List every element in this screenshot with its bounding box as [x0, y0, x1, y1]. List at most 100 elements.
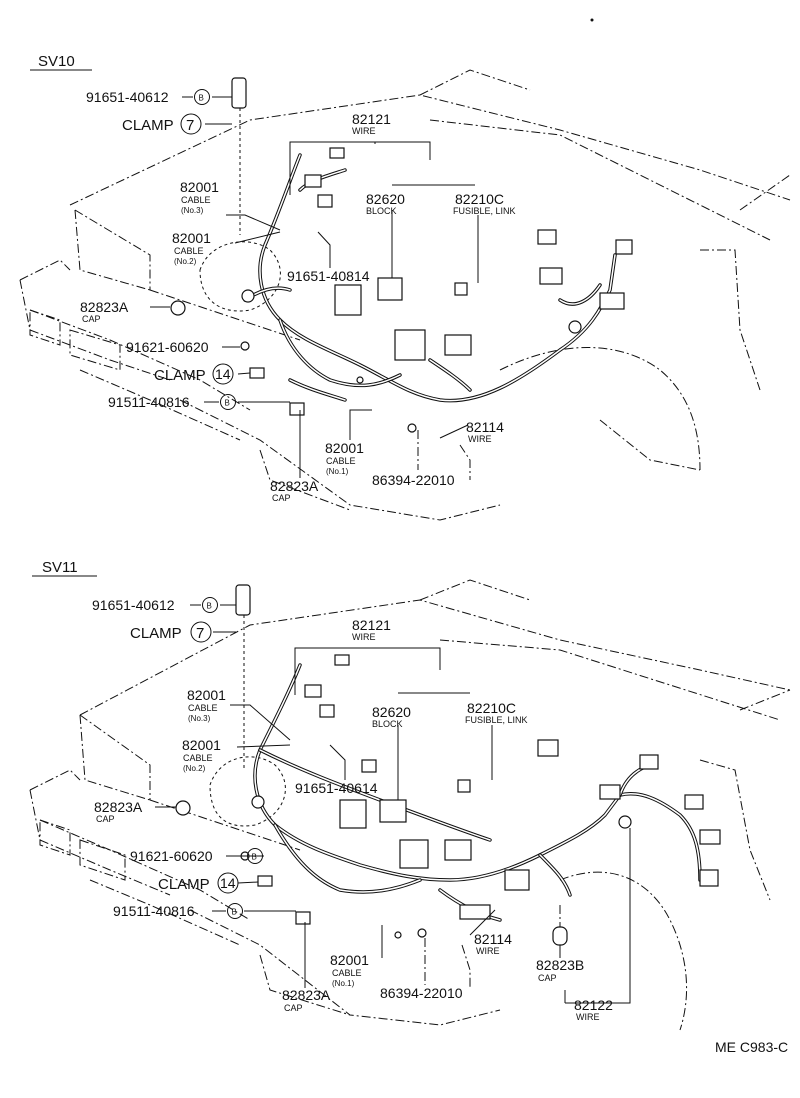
label-82210c: 82210C	[467, 700, 516, 716]
clamp-7-bracket	[235, 584, 251, 616]
leader-lines-top	[150, 96, 479, 480]
b-badge-text: B	[252, 853, 257, 862]
label-82114: 82114	[466, 419, 504, 435]
label-82210c: 82210C	[455, 191, 504, 207]
clamp-7-badge	[180, 113, 202, 135]
label-82001-no3-cable: CABLE	[188, 703, 218, 713]
connector	[537, 739, 559, 757]
clamp-7-number: 7	[186, 117, 194, 134]
label-82823a-bottom-cap: CAP	[284, 1003, 303, 1013]
label-82001-no3: 82001	[180, 179, 219, 195]
label-82001-no2-no: (No.2)	[174, 257, 197, 266]
connector	[317, 194, 333, 208]
label-82122-wire: WIRE	[576, 1012, 600, 1022]
connector	[615, 239, 633, 255]
labels-top: 91651-40612 B CLAMP 7 82121 WIRE 82001 C…	[80, 89, 516, 503]
label-82121: 82121	[352, 617, 391, 633]
connector	[599, 784, 621, 800]
connector	[319, 704, 335, 718]
label-82823b: 82823B	[536, 957, 584, 973]
bolt	[356, 376, 364, 384]
clamp-14-badge	[212, 363, 234, 385]
label-82823a-left-cap: CAP	[96, 814, 115, 824]
label-82620-block: BLOCK	[372, 719, 403, 729]
car-body-outline-bottom	[29, 579, 791, 1031]
parts-bottom	[175, 584, 721, 946]
label-clamp-7: CLAMP	[130, 625, 182, 642]
labels-bottom: 91651-40612 B CLAMP 7 82121 WIRE 82001 C…	[92, 597, 613, 1022]
label-82121: 82121	[352, 111, 391, 127]
b-badge-text: B	[225, 399, 230, 408]
connector	[295, 911, 311, 925]
b-badge	[247, 848, 263, 864]
label-82823a-left-cap: CAP	[82, 314, 101, 324]
label-82823a-bottom-cap: CAP	[272, 493, 291, 503]
screw-86394	[417, 928, 427, 938]
label-82823a-bottom: 82823A	[270, 478, 319, 494]
label-82001-no3-no: (No.3)	[188, 714, 211, 723]
leader-lines-bottom	[155, 604, 631, 1004]
section-title-sv10: SV10	[38, 53, 75, 70]
cap-82823b	[552, 926, 568, 946]
clamp-14-badge	[217, 872, 239, 894]
label-82620: 82620	[366, 191, 405, 207]
b-badge	[220, 394, 236, 410]
fusible-link-connector	[454, 282, 468, 296]
bolt	[240, 341, 250, 351]
label-82001-no3-cable: CABLE	[181, 195, 211, 205]
connector	[699, 869, 719, 887]
car-body-outline-top	[19, 69, 791, 521]
label-91651-40612: 91651-40612	[92, 597, 175, 613]
fusible-link-connector	[457, 779, 471, 793]
connector	[304, 174, 322, 188]
connector	[639, 754, 659, 770]
label-82620-block: BLOCK	[366, 206, 397, 216]
label-82114-wire: WIRE	[468, 434, 492, 444]
connector	[504, 869, 530, 891]
fuse-block	[334, 284, 362, 316]
connector	[537, 229, 557, 245]
bolt	[394, 931, 402, 939]
label-82823a-bottom: 82823A	[282, 987, 331, 1003]
label-82210c-fusible: FUSIBLE, LINK	[453, 206, 516, 216]
relay-block	[379, 799, 407, 823]
b-badge	[202, 597, 218, 613]
clamp-14	[249, 367, 265, 379]
label-82210c-fusible: FUSIBLE, LINK	[465, 715, 528, 725]
clamp-14-number: 14	[215, 366, 231, 382]
section-sv10: SV10	[19, 53, 791, 521]
speck	[590, 18, 594, 22]
junction-block	[399, 839, 429, 869]
label-91621-60620: 91621-60620	[126, 339, 209, 355]
clamp-7-badge	[190, 621, 212, 643]
clamp-14	[257, 875, 273, 887]
label-86394-22010: 86394-22010	[372, 472, 455, 488]
cap-82823a	[170, 300, 186, 316]
label-82114: 82114	[474, 931, 512, 947]
connector	[251, 795, 265, 809]
label-82121-wire: WIRE	[352, 632, 376, 642]
connector	[289, 402, 305, 416]
connector	[539, 267, 563, 285]
label-clamp-7: CLAMP	[122, 117, 174, 134]
label-91651-40612: 91651-40612	[86, 89, 169, 105]
label-82001-no1-no: (No.1)	[326, 467, 349, 476]
label-82001-no2-cable: CABLE	[174, 246, 204, 256]
label-91651-40814: 91651-40814	[287, 268, 370, 284]
connector	[304, 684, 322, 698]
b-badge-text: B	[207, 602, 212, 611]
label-82001-no3-no: (No.3)	[181, 206, 204, 215]
clamp-14-number: 14	[220, 875, 236, 891]
junction-block	[394, 329, 426, 361]
section-sv11: SV11	[29, 559, 791, 1031]
label-86394-22010: 86394-22010	[380, 985, 463, 1001]
connector	[684, 794, 704, 810]
label-82001-no1: 82001	[325, 440, 364, 456]
b-badge-text: B	[199, 94, 204, 103]
label-91621-60620: 91621-60620	[130, 848, 213, 864]
fuse-block	[339, 799, 367, 829]
label-82001-no1-no: (No.1)	[332, 979, 355, 988]
figure-code: ME C983-C	[715, 1039, 788, 1055]
label-82001-no1-cable: CABLE	[332, 968, 362, 978]
label-82001-no1: 82001	[330, 952, 369, 968]
